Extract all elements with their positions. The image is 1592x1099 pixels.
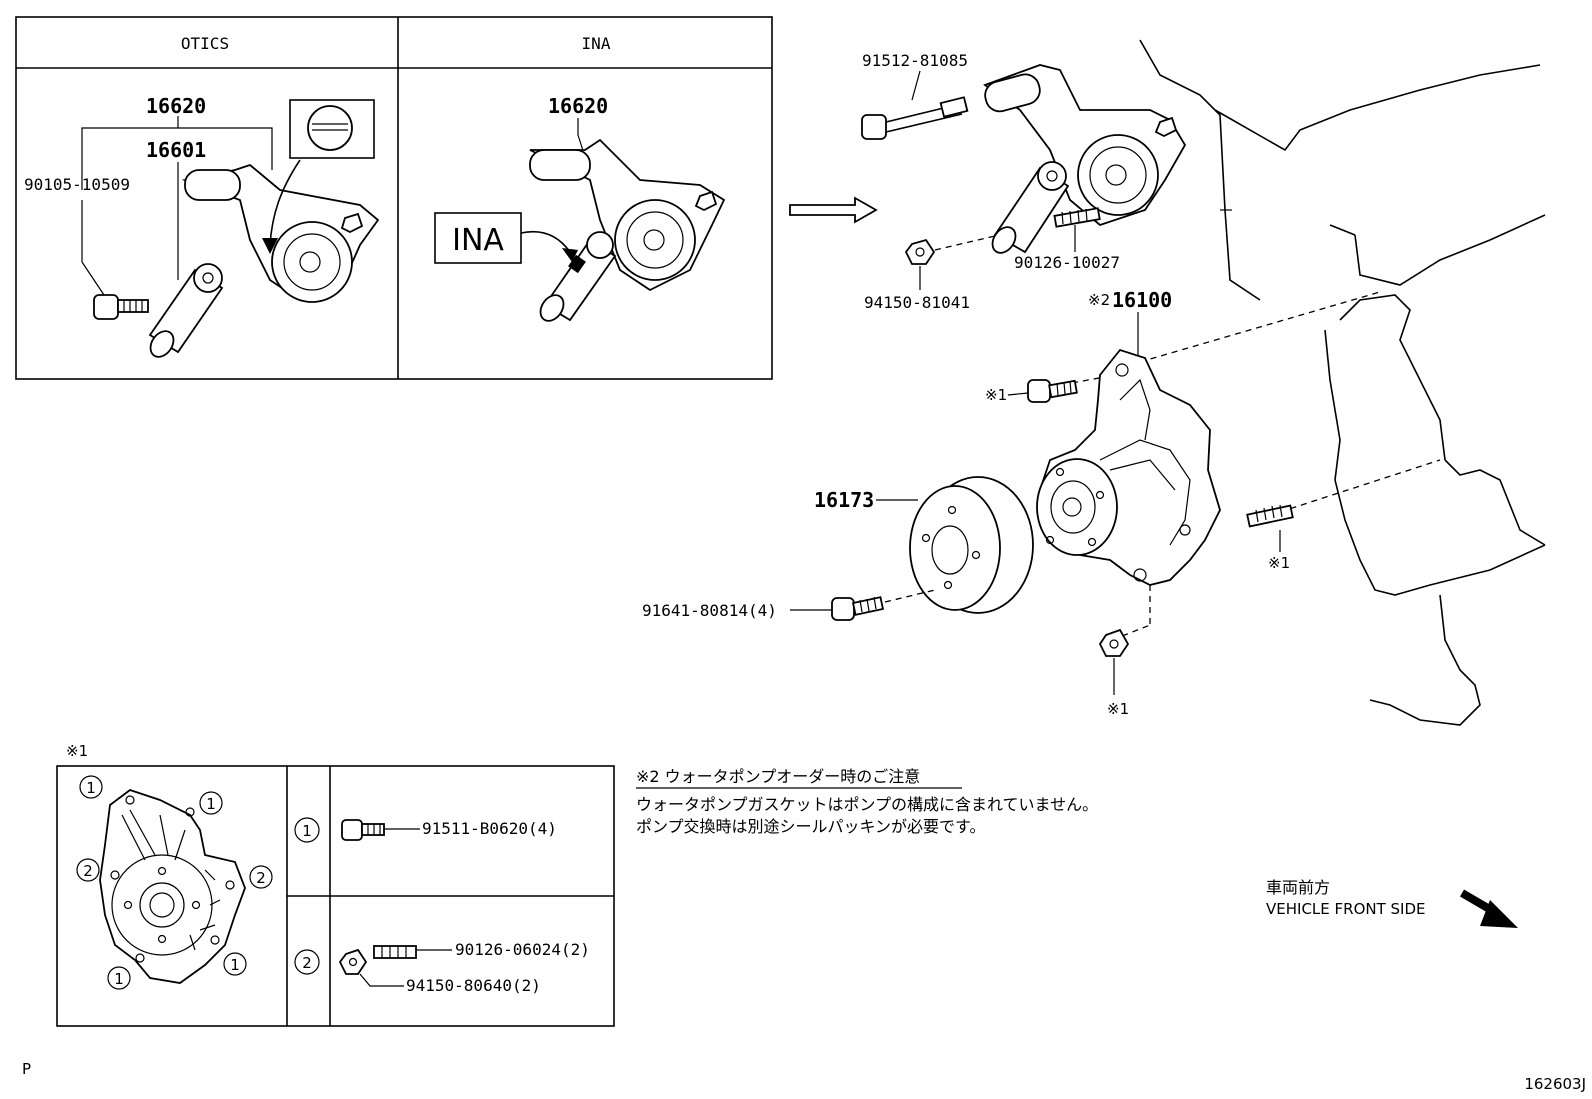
right-arrow-icon: [789, 196, 878, 224]
part-number-90105-10509: 90105-10509: [24, 175, 130, 194]
part-number-94150-81041: 94150-81041: [864, 293, 970, 312]
small-bolt-icon: [341, 819, 385, 841]
part-number-90126-06024: 90126-06024(2): [455, 940, 590, 959]
direction-arrow-icon: [1459, 889, 1518, 928]
part-number-16620-ina: 16620: [548, 94, 608, 118]
note-title: ※2 ウォータポンプオーダー時のご注意: [636, 767, 920, 786]
hole-label-1b: 1: [199, 791, 223, 815]
svg-text:1: 1: [114, 970, 124, 988]
engine-block-outline: [1139, 39, 1546, 726]
corner-label: P: [22, 1060, 31, 1078]
svg-text:INA: INA: [452, 223, 504, 258]
small-nut-icon: [338, 948, 368, 975]
note-line-2: ポンプ交換時は別途シールパッキンが必要です。: [636, 817, 985, 836]
svg-text:2: 2: [256, 869, 266, 887]
part-number-16173: 16173: [814, 488, 874, 512]
vehicle-front-en: VEHICLE FRONT SIDE: [1266, 900, 1426, 918]
otics-header: OTICS: [181, 34, 229, 53]
row1-key: 1: [294, 817, 320, 843]
part-number-91641-80814: 91641-80814(4): [642, 601, 777, 620]
part-number-90126-10027: 90126-10027: [1014, 253, 1120, 272]
ina-header: INA: [582, 34, 611, 53]
figure-code: 162603J: [1524, 1075, 1586, 1093]
detail-callout-icon: [262, 99, 375, 254]
pulley-bolt-icon: [831, 596, 885, 621]
gasket-note: ※2 ウォータポンプオーダー時のご注意 ウォータポンプガスケットはポンプの構成に…: [636, 767, 1098, 836]
part-number-16100: 16100: [1112, 288, 1172, 312]
part-number-94150-80640: 94150-80640(2): [406, 976, 541, 995]
svg-text:1: 1: [230, 956, 240, 974]
ina-badge: INA: [434, 212, 522, 264]
inset-title-mark: ※1: [66, 742, 88, 760]
svg-text:1: 1: [206, 795, 216, 813]
svg-text:1: 1: [302, 822, 312, 840]
pump-stud-icon: [1246, 504, 1294, 528]
note-line-1: ウォータポンプガスケットはポンプの構成に含まれていません。: [636, 795, 1098, 814]
fastener-location-table: 1 1 2 2 1 1 1: [56, 765, 615, 1027]
hole-label-1d: 1: [223, 952, 247, 976]
tensioner-variant-inset: OTICS INA 16620 16601 90105-10509: [15, 16, 773, 380]
pump-pulley-icon: [909, 476, 1034, 614]
pump-note-mark: ※2: [1088, 291, 1110, 309]
svg-text:1: 1: [86, 779, 96, 797]
row2-key: 2: [294, 949, 320, 975]
svg-text:2: 2: [83, 862, 93, 880]
svg-text:2: 2: [302, 954, 312, 972]
pump-nut-icon: [1098, 628, 1130, 657]
small-stud-icon: [373, 945, 417, 959]
note-mark-nut: ※1: [1107, 700, 1129, 718]
bolt-icon: [93, 294, 149, 320]
hole-label-2a: 2: [76, 858, 100, 882]
hole-label-1a: 1: [79, 775, 103, 799]
flange-bolt-icon: [1027, 379, 1078, 403]
long-bolt-icon: [861, 96, 969, 140]
nut-icon: [904, 238, 936, 265]
vehicle-front-indicator: 車両前方 VEHICLE FRONT SIDE: [1266, 878, 1518, 928]
tensioner-damper-icon: [148, 263, 224, 358]
hole-label-1c: 1: [107, 966, 131, 990]
part-number-16601: 16601: [146, 138, 206, 162]
note-mark-stud: ※1: [1268, 554, 1290, 572]
pump-fastener-map-icon: [99, 788, 246, 984]
part-number-91511-B0620: 91511-B0620(4): [422, 819, 557, 838]
stud-icon: [1053, 207, 1101, 228]
water-pump-icon: [1036, 348, 1221, 586]
hole-label-2b: 2: [249, 865, 273, 889]
part-number-16620-otics: 16620: [146, 94, 206, 118]
main-tensioner-icon: [983, 64, 1187, 254]
tensioner-pulley-icon: [181, 163, 380, 303]
note-mark-bolt: ※1: [985, 386, 1007, 404]
vehicle-front-jp: 車両前方: [1266, 878, 1330, 897]
part-number-91512-81085: 91512-81085: [862, 51, 968, 70]
ina-tensioner-icon: [529, 138, 726, 322]
